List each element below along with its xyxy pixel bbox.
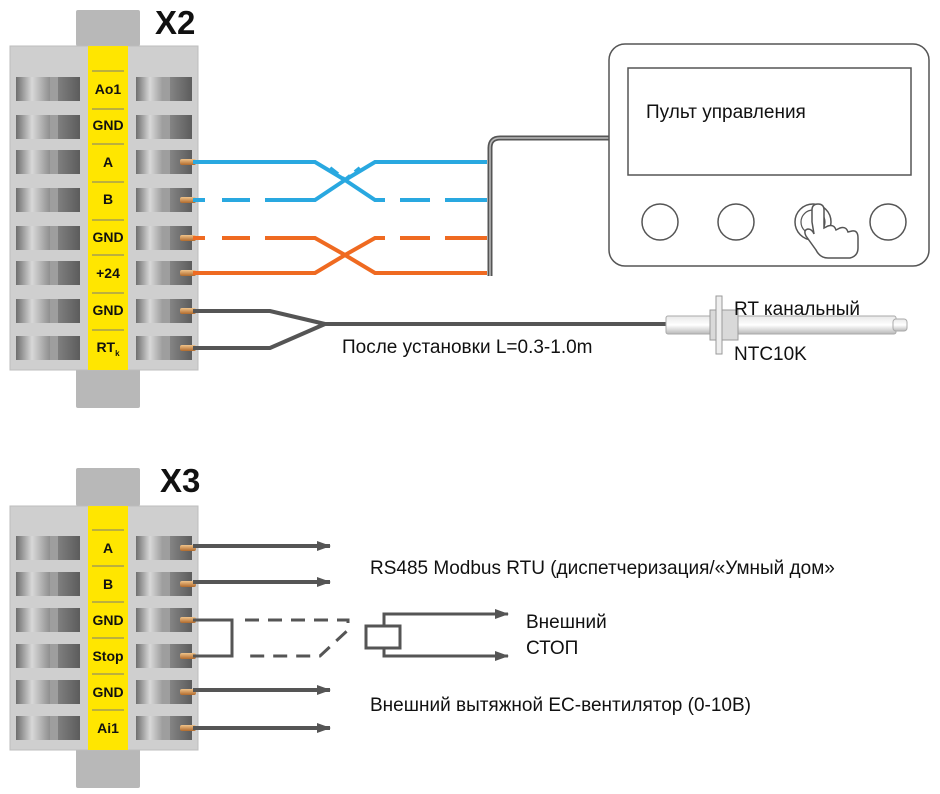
x3-terminal-label: A (102, 540, 114, 556)
control-panel (608, 43, 930, 267)
terminal-slot (16, 673, 196, 704)
terminal-slot (16, 601, 196, 632)
x3-output-arrows (193, 541, 331, 733)
terminal-slot (16, 143, 196, 174)
x2-terminal-label: B (102, 191, 114, 207)
rs485-wires (193, 160, 487, 202)
copper-pin (180, 159, 196, 165)
x3-terminal-block (9, 468, 199, 788)
cable-length-note: После установки L=0.3-1.0m (342, 337, 593, 358)
x2-title: X2 (155, 4, 196, 41)
terminal-slot (16, 181, 196, 212)
x2-terminal-label: GND (92, 229, 124, 245)
copper-pin (180, 689, 196, 695)
control-panel-label: Пульт управления (646, 102, 806, 123)
terminal-slot (16, 219, 196, 250)
copper-pin (180, 653, 196, 659)
stop-label-line1: Внешний (526, 612, 607, 633)
sensor-type-label: NTC10K (734, 344, 807, 365)
stop-circuit (193, 609, 509, 661)
x2-terminal-label: A (102, 154, 114, 170)
copper-pin (180, 235, 196, 241)
copper-pin (180, 270, 196, 276)
temperature-probe (665, 295, 908, 355)
x2-terminal-label: Ao1 (94, 81, 122, 97)
copper-pin (180, 581, 196, 587)
sensor-wires (193, 309, 668, 350)
x3-title: X3 (160, 462, 201, 499)
terminal-slot (16, 529, 196, 560)
terminal-slot (16, 70, 192, 101)
x2-terminal-label: +24 (96, 265, 120, 281)
x2-terminal-label: GND (92, 117, 124, 133)
x3-terminal-label: Ai1 (97, 720, 119, 736)
copper-pin (180, 345, 196, 351)
rs485-output-label: RS485 Modbus RTU (диспетчеризация/«Умный… (370, 558, 835, 579)
terminal-slot (16, 292, 196, 323)
terminal-slot (16, 565, 196, 596)
x3-terminal-label: GND (92, 684, 124, 700)
x3-terminal-label: B (102, 576, 114, 592)
fan-output-label: Внешний вытяжной EC-вентилятор (0-10В) (370, 695, 751, 716)
copper-pin (180, 197, 196, 203)
terminal-slot (16, 709, 196, 740)
terminal-slot (16, 254, 196, 285)
stop-label-line2: СТОП (526, 638, 579, 659)
terminal-slot (16, 329, 196, 360)
sensor-label: RT канальный (734, 299, 861, 320)
x2-terminal-label: GND (92, 302, 124, 318)
terminal-slot (16, 637, 196, 668)
copper-pin (180, 545, 196, 551)
copper-pin (180, 617, 196, 623)
power-wires (193, 236, 487, 275)
hand-pointer-icon (804, 203, 859, 259)
x2-terminal-block (9, 10, 199, 408)
copper-pin (180, 725, 196, 731)
copper-pin (180, 308, 196, 314)
x3-terminal-label: Stop (92, 648, 124, 664)
x3-terminal-label: GND (92, 612, 124, 628)
x2-terminal-label-rt: RTk (96, 339, 120, 358)
panel-cable (487, 135, 610, 276)
terminal-slot (16, 108, 192, 139)
